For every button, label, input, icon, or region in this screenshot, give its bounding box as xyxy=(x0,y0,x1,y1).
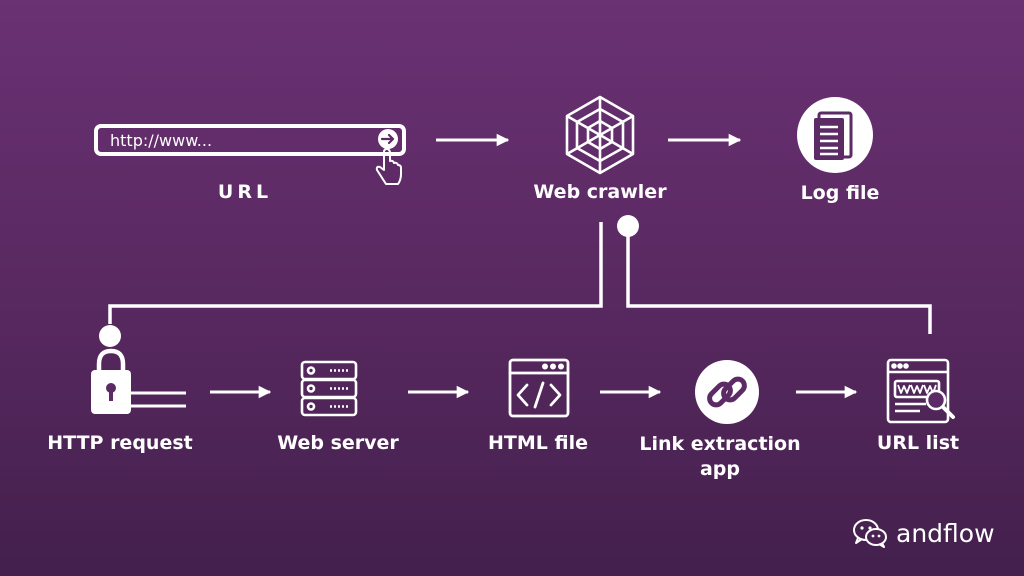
server-icon xyxy=(300,360,358,417)
label-web-crawler: Web crawler xyxy=(533,181,667,203)
hand-pointer-icon xyxy=(375,148,402,185)
label-web-server: Web server xyxy=(277,432,399,454)
arrow-go-icon xyxy=(378,129,398,149)
label-http-request: HTTP request xyxy=(47,432,193,454)
connector-dot-crawler xyxy=(617,215,639,237)
label-link-extraction: Link extraction app xyxy=(620,432,820,482)
chain-link-icon xyxy=(695,360,759,424)
brand-name: andflow xyxy=(896,518,995,548)
document-icon xyxy=(797,97,873,173)
label-link-extraction-line1: Link extraction xyxy=(639,433,801,455)
wechat-icon xyxy=(853,519,887,548)
label-url-list: URL list xyxy=(876,432,960,454)
label-url: URL xyxy=(217,181,273,203)
label-link-extraction-line2: app xyxy=(699,458,741,480)
label-html-file: HTML file xyxy=(488,432,588,454)
www-magnifier-icon xyxy=(886,358,955,424)
brand-watermark: andflow xyxy=(852,518,995,548)
url-text: http://www... xyxy=(110,131,213,150)
connector-crawler-to-http xyxy=(108,222,603,324)
label-log-file: Log file xyxy=(800,182,880,204)
spider-web-icon xyxy=(565,95,635,175)
connector-urllist-to-crawler xyxy=(626,236,932,334)
connector-dot-http xyxy=(99,325,121,347)
url-input-illustration: http://www... xyxy=(94,124,406,156)
padlock-icon xyxy=(91,348,186,414)
code-window-icon xyxy=(508,358,570,418)
